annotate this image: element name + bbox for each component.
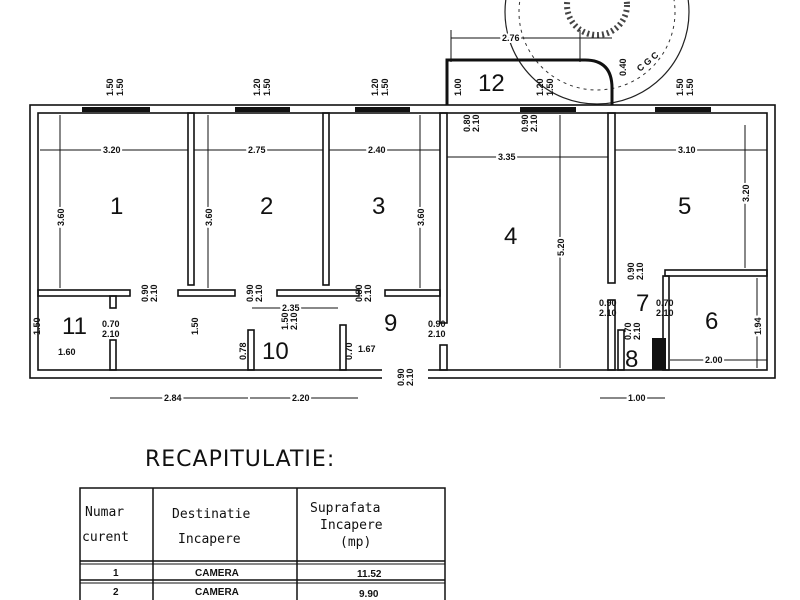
room-number: 1 [110,193,123,220]
door-height: 2.10 [254,284,264,302]
dim-label: 3.10 [678,145,696,155]
dim-label: 2.35 [282,303,300,313]
row-area: 9.90 [359,589,379,600]
window-height: 1.50 [685,78,695,96]
dim-label: 2.20 [292,393,310,403]
door-height: 2.10 [289,312,299,330]
header-cell: (mp) [340,535,371,550]
header-cell: Incapere [320,518,383,533]
room-numbers: 1 2 3 4 5 6 7 8 9 10 11 12 [62,70,718,373]
window-height: 1.50 [545,78,555,96]
row-area: 11.52 [357,569,382,580]
door-height: 2.10 [405,368,415,386]
header-cell: Numar [85,505,124,520]
dim-label: 2.75 [248,145,266,155]
walls [29,104,776,380]
dimension-lines [40,115,767,399]
room-number: 2 [260,193,273,220]
door-height: 2.10 [656,308,674,318]
dim-label: 3.60 [416,208,426,226]
room-number: 11 [62,313,87,340]
dim-label: 5.20 [556,238,566,256]
recap-title: RECAPITULATIE: [145,447,335,472]
dim-label: 0.40 [618,58,628,76]
door-width: 0.90 [428,319,446,329]
door-width: 1.50 [280,312,290,330]
dim-label: 2.84 [164,393,182,403]
dim-label: 0.78 [238,342,248,360]
row-dest: CAMERA [195,568,239,579]
row-nr: 1 [113,568,119,579]
dim-label: 3.60 [56,208,66,226]
window-height: 1.50 [115,78,125,96]
door-width: 0.70 [623,322,633,340]
door-height: 2.10 [102,329,120,339]
dim-label: 2.00 [705,355,723,365]
room-number: 4 [504,223,517,250]
door-width: 0.70 [102,319,120,329]
dim-label: 1.00 [628,393,646,403]
door-height: 2.10 [428,329,446,339]
dim-label: 3.20 [741,184,751,202]
door-height: 2.10 [149,284,159,302]
dim-label: 1.50 [32,317,42,335]
dim-label: 1.60 [58,347,76,357]
dim-label: 1.50 [190,317,200,335]
dim-label: 1.67 [358,344,376,354]
window-height: 1.50 [380,78,390,96]
dim-label: 3.35 [498,152,516,162]
header-cell: curent [82,530,129,545]
door-width: 0.90 [626,262,636,280]
room-number: 7 [636,290,649,317]
door-height: 2.10 [599,308,617,318]
window-labels: 1.50 1.50 1.20 1.50 1.20 1.50 1.20 1.50 … [105,78,695,96]
window-width: 1.20 [370,78,380,96]
header-cell: Incapere [178,532,241,547]
dim-label: 1.94 [753,317,763,335]
room-number: 3 [372,193,385,220]
window-width: 1.20 [252,78,262,96]
door-height: 2.10 [471,114,481,132]
window-width: 1.50 [105,78,115,96]
svg-text:C G C: C G C [635,49,661,73]
room-number: 10 [262,338,289,365]
balcony-outline [445,30,614,105]
window-width: 1.20 [535,78,545,96]
dim-label: 0.70 [344,342,354,360]
door-width: 0.90 [520,114,530,132]
row-nr: 2 [113,587,119,598]
room-number: 6 [705,308,718,335]
door-height: 2.10 [632,322,642,340]
row-dest: CAMERA [195,587,239,598]
door-height: 2.10 [529,114,539,132]
room-number: 8 [625,346,638,373]
stamp: C G C [504,0,690,105]
door-width: 0.90 [140,284,150,302]
dim-label: 2.40 [368,145,386,155]
door-width: 0.90 [245,284,255,302]
door-height: 2.10 [363,284,373,302]
recap-table: Numar curent Destinatie Incapere Suprafa… [79,487,446,600]
room-number: 12 [478,70,505,97]
door-width: 0.80 [462,114,472,132]
door-width: 0.80 [354,284,364,302]
window-height: 1.50 [262,78,272,96]
door-width: 0.90 [396,368,406,386]
dim-label: 3.60 [204,208,214,226]
header-cell: Suprafata [310,501,380,516]
header-cell: Destinatie [172,507,250,522]
door-width: 0.90 [599,298,617,308]
dimension-labels: 3.20 2.75 2.40 3.35 3.10 2.76 2.35 1.60 … [32,31,765,405]
dim-label: 1.00 [453,78,463,96]
dim-label: 3.20 [103,145,121,155]
room-number: 5 [678,193,691,220]
door-labels: 0.90 2.10 0.90 2.10 0.80 2.10 0.80 2.10 … [102,114,674,386]
room-number: 9 [384,310,397,337]
dim-label: 2.76 [502,33,520,43]
door-height: 2.10 [635,262,645,280]
window-width: 1.50 [675,78,685,96]
door-width: 0.70 [656,298,674,308]
